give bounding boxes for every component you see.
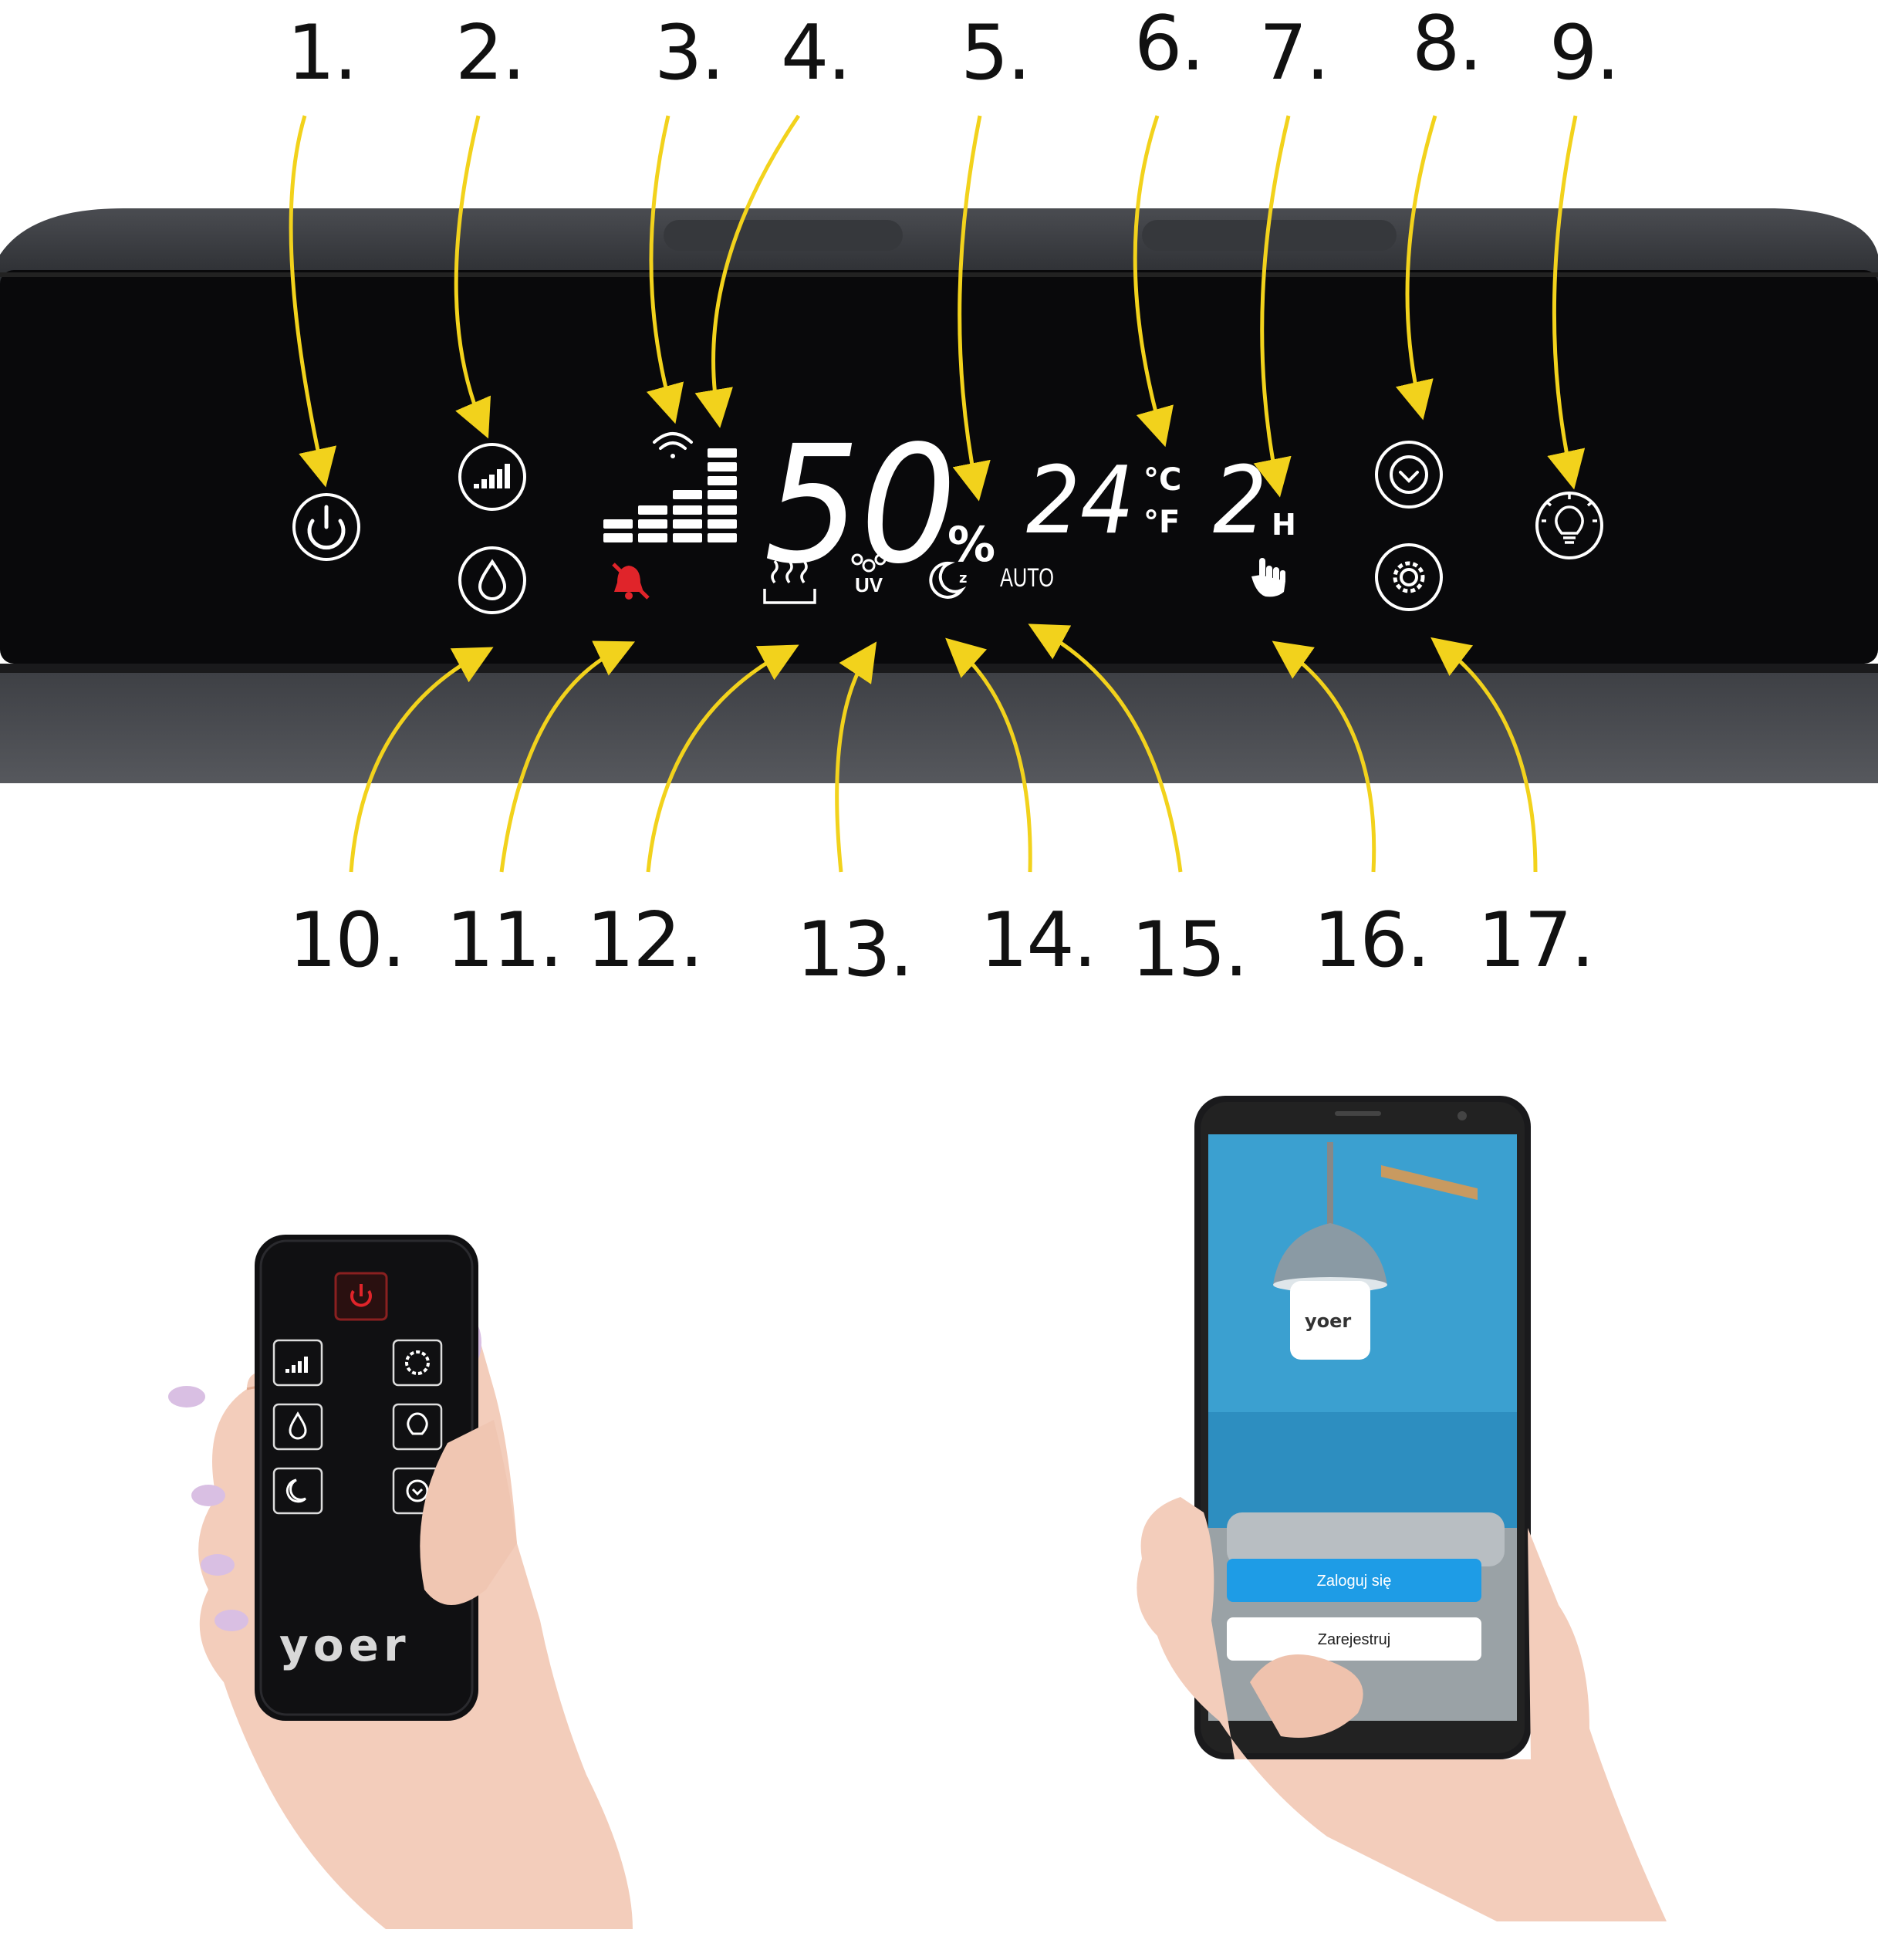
timer-unit: H <box>1272 508 1296 542</box>
sleep-icon <box>285 1478 307 1503</box>
callout-arrows <box>289 114 1586 873</box>
temperature-readout: 24 °C °F <box>1026 448 1181 555</box>
settings-icon <box>405 1350 430 1375</box>
hand-skin <box>1137 1497 1667 1921</box>
fan-speed-icon <box>285 1357 308 1373</box>
callout-number-16: 16. <box>1313 897 1430 985</box>
callout-number-14: 14. <box>980 897 1097 985</box>
temperature-value: 24 <box>1026 448 1134 555</box>
timer-icon <box>406 1479 429 1502</box>
device-base <box>0 664 1878 783</box>
device-panel-art: 50 % 24 °C °F 2 H UV z AUTO <box>0 208 1878 783</box>
remote-brand-logo: yoer <box>279 1619 410 1671</box>
svg-text:z: z <box>959 570 967 586</box>
humidity-button[interactable] <box>458 546 526 614</box>
remote-humidity-button[interactable] <box>272 1403 323 1451</box>
power-button[interactable] <box>292 493 360 561</box>
callout-number-10: 10. <box>289 897 406 985</box>
callout-number-3: 3. <box>654 9 725 97</box>
callout-number-2: 2. <box>455 9 526 97</box>
settings-button[interactable] <box>1375 543 1443 611</box>
droplet-icon <box>289 1411 307 1440</box>
device-control-panel: 50 % 24 °C °F 2 H UV z AUTO <box>0 197 1878 783</box>
uv-icon: UV <box>851 553 887 596</box>
led-level-bars <box>603 462 737 542</box>
hand-with-remote: yoer <box>168 1235 633 1929</box>
wifi-icon <box>653 432 693 458</box>
humidity-readout: 50 % <box>764 411 995 600</box>
smartphone: yoer Zaloguj się Zarejestruj <box>1194 1096 1531 1759</box>
callout-number-8: 8. <box>1412 0 1483 88</box>
sleep-icon: z <box>929 561 967 599</box>
droplet-icon <box>478 559 507 600</box>
power-icon <box>307 505 346 550</box>
remote-control: yoer <box>255 1235 478 1721</box>
mute-icon <box>612 563 650 600</box>
settings-icon <box>1393 561 1425 593</box>
login-button[interactable] <box>1227 1559 1481 1602</box>
login-button-label: Zaloguj się <box>1317 1573 1392 1590</box>
remote-fan-speed-button[interactable] <box>272 1339 323 1387</box>
callout-number-15: 15. <box>1131 906 1248 994</box>
remote-power-button[interactable] <box>334 1272 388 1321</box>
hand-touch-icon <box>1251 558 1285 597</box>
callout-number-1: 1. <box>287 9 358 97</box>
hand-with-phone: yoer Zaloguj się Zarejestruj <box>1137 1096 1667 1921</box>
fan-speed-icon <box>474 464 510 488</box>
fahrenheit-unit: °F <box>1143 505 1180 540</box>
power-icon <box>350 1284 372 1307</box>
callout-number-6: 6. <box>1134 0 1205 88</box>
register-button-label: Zarejestruj <box>1318 1631 1390 1648</box>
app-brand-logo: yoer <box>1305 1310 1351 1332</box>
callout-number-7: 7. <box>1259 9 1330 97</box>
light-icon <box>407 1412 428 1435</box>
callout-number-17: 17. <box>1478 897 1595 985</box>
timer-icon <box>1390 455 1428 494</box>
app-logo-tile <box>1290 1281 1370 1360</box>
heater-icon <box>763 559 816 604</box>
register-button[interactable] <box>1227 1617 1481 1661</box>
callout-number-4: 4. <box>781 9 852 97</box>
remote-light-button[interactable] <box>392 1403 443 1451</box>
callout-number-9: 9. <box>1549 9 1620 97</box>
celsius-unit: °C <box>1143 462 1181 498</box>
remote-settings-button[interactable] <box>392 1339 443 1387</box>
uv-label: UV <box>855 573 883 596</box>
callout-number-11: 11. <box>446 897 563 985</box>
humidity-unit: % <box>947 516 995 573</box>
remote-sleep-button[interactable] <box>272 1467 323 1515</box>
callout-number-12: 12. <box>586 897 704 985</box>
lamp-shade <box>1273 1223 1387 1285</box>
fan-speed-button[interactable] <box>458 443 526 511</box>
callout-number-13: 13. <box>796 906 914 994</box>
light-icon <box>1542 495 1597 544</box>
auto-mode-label: AUTO <box>1000 563 1054 593</box>
humidity-value: 50 <box>764 411 957 600</box>
callout-number-5: 5. <box>961 9 1032 97</box>
light-button[interactable] <box>1535 492 1603 559</box>
timer-button[interactable] <box>1375 441 1443 509</box>
